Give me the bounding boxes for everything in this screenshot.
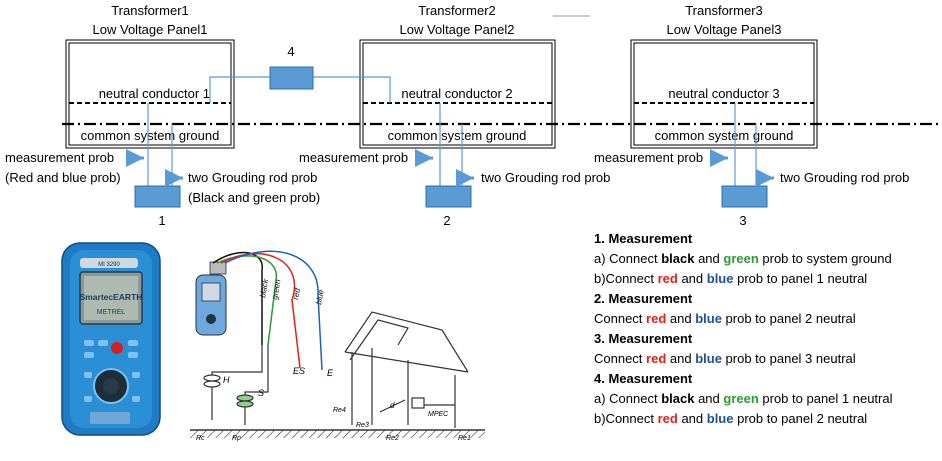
panel-3: Transformer3 Low Voltage Panel3 neutral … [630, 3, 818, 149]
label-d: d [390, 401, 395, 410]
red-blue-prob-label: (Red and blue prob) [5, 170, 121, 185]
wire-label-red: red [291, 287, 302, 300]
panel-2-box-outer [359, 39, 556, 149]
grounding-rod-prob-2: two Grouding rod prob [481, 170, 610, 185]
label-re1: Re1 [458, 435, 471, 442]
link-label-4: 4 [287, 44, 294, 59]
measurement-prob-2: measurement prob [299, 150, 408, 165]
probe-box-2 [425, 185, 472, 208]
probe-box-1 [134, 185, 181, 208]
earth-tester-device: MI 3290 SmartecEARTH METREL [61, 242, 161, 436]
link-box-4 [269, 66, 314, 90]
panel-1: Transformer1 Low Voltage Panel1 neutral … [65, 3, 235, 149]
m1-step-b: b)Connect red and blue prob to panel 1 n… [594, 271, 868, 286]
panel-3-box-inner [633, 42, 815, 146]
label-re4: Re4 [333, 407, 346, 414]
panel-2-box-inner [362, 42, 553, 146]
rod-label-s: S [258, 388, 264, 398]
m3-title: 3. Measurement [594, 331, 693, 346]
panel-1-label: Low Voltage Panel1 [93, 22, 208, 37]
measurement-prob-1: measurement prob [5, 150, 114, 165]
neutral-conductor-3: neutral conductor 3 [668, 86, 779, 101]
panel-1-box-inner [68, 42, 232, 146]
common-ground-1: common system ground [81, 128, 220, 143]
m2-title: 2. Measurement [594, 291, 693, 306]
label-mpec: MPEC [428, 411, 449, 418]
m4-title: 4. Measurement [594, 371, 693, 386]
grounding-rod-prob-3: two Grouding rod prob [780, 170, 909, 185]
panel-1-box-outer [65, 39, 235, 149]
label-es: ES [293, 366, 305, 376]
wiring-schematic: black green red blue H S ES E Rc Rp [190, 250, 485, 442]
device-brand: MI 3290 [98, 262, 120, 268]
label-re3: Re3 [356, 422, 369, 429]
m4-step-a: a) Connect black and green prob to panel… [594, 391, 893, 406]
black-green-prob-label: (Black and green prob) [188, 190, 320, 205]
link-4: 4 [209, 44, 391, 103]
grounding-rod-prob-1: two Grouding rod prob [188, 170, 317, 185]
probe-annotations: measurement prob (Red and blue prob) two… [5, 149, 909, 205]
common-ground-2: common system ground [388, 128, 527, 143]
label-rc: Rc [196, 435, 205, 442]
wire-label-green: green [270, 278, 283, 300]
probe-number-3: 3 [739, 213, 746, 228]
probe-number-2: 2 [443, 213, 450, 228]
label-e: E [327, 368, 334, 378]
panel-2: Transformer2 Low Voltage Panel2 neutral … [359, 3, 556, 149]
m2-step: Connect red and blue prob to panel 2 neu… [594, 311, 856, 326]
label-re2: Re2 [386, 435, 399, 442]
measurement-instructions: 1. Measurement a) Connect black and gree… [594, 229, 939, 429]
panel-2-label: Low Voltage Panel2 [400, 22, 515, 37]
m1-title: 1. Measurement [594, 231, 693, 246]
common-ground-3: common system ground [655, 128, 794, 143]
wire-label-black: black [258, 277, 270, 298]
transformer-3-label: Transformer3 [685, 3, 763, 18]
m4-step-b: b)Connect red and blue prob to panel 2 n… [594, 411, 868, 426]
transformer-1-label: Transformer1 [111, 3, 189, 18]
label-rp: Rp [232, 435, 241, 442]
device-maker: METREL [97, 309, 126, 316]
rod-label-h: H [223, 375, 230, 385]
device-model-name: SmartecEARTH [80, 292, 143, 302]
m3-step: Connect red and blue prob to panel 3 neu… [594, 351, 856, 366]
panel-3-label: Low Voltage Panel3 [667, 22, 782, 37]
wire-label-blue: blue [314, 288, 326, 305]
transformer-2-label: Transformer2 [418, 3, 496, 18]
probe-3: 3 [721, 103, 768, 228]
m1-step-a: a) Connect black and green prob to syste… [594, 251, 892, 266]
neutral-conductor-1: neutral conductor 1 [99, 86, 210, 101]
probe-number-1: 1 [158, 213, 165, 228]
measurement-prob-3: measurement prob [594, 150, 703, 165]
panel-3-box-outer [630, 39, 818, 149]
probe-box-3 [721, 185, 768, 208]
neutral-conductor-2: neutral conductor 2 [401, 86, 512, 101]
